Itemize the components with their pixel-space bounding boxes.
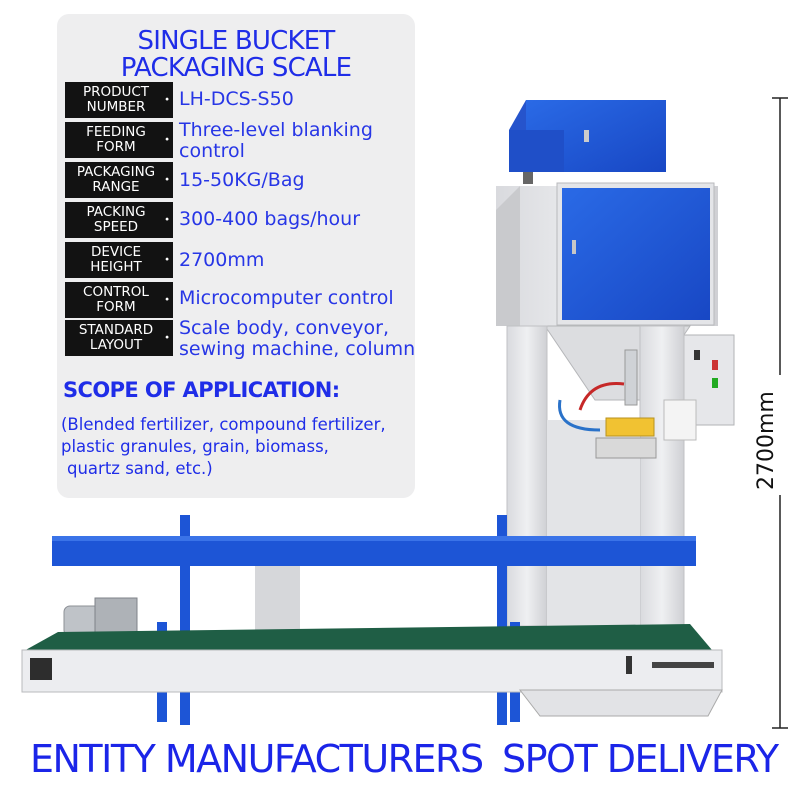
height-dimension-label: 2700mm	[754, 391, 779, 490]
spec-value: LH-DCS-S50	[179, 88, 294, 110]
spec-value: 2700mm	[179, 249, 265, 271]
spec-value: Microcomputer control	[179, 287, 394, 309]
panel-title: SINGLE BUCKET PACKAGING SCALE	[120, 26, 352, 83]
motor	[63, 597, 138, 637]
spec-value: 300-400 bags/hour	[179, 208, 361, 230]
top-hopper	[509, 100, 666, 184]
conveyor-top-rail	[52, 536, 696, 632]
slogan-entity-manufacturers: ENTITY MANUFACTURERS	[30, 737, 484, 781]
main-frame	[496, 182, 735, 627]
conveyor-belt	[21, 624, 723, 717]
spec-value: Scale body, conveyor,sewing machine, col…	[179, 317, 416, 360]
scope-text: (Blended fertilizer, compound fertilizer…	[61, 415, 386, 478]
dimension-line	[760, 97, 800, 729]
scope-heading: SCOPE OF APPLICATION:	[63, 378, 340, 402]
slogan-spot-delivery: SPOT DELIVERY	[502, 737, 779, 781]
spec-value: 15-50KG/Bag	[179, 169, 305, 191]
